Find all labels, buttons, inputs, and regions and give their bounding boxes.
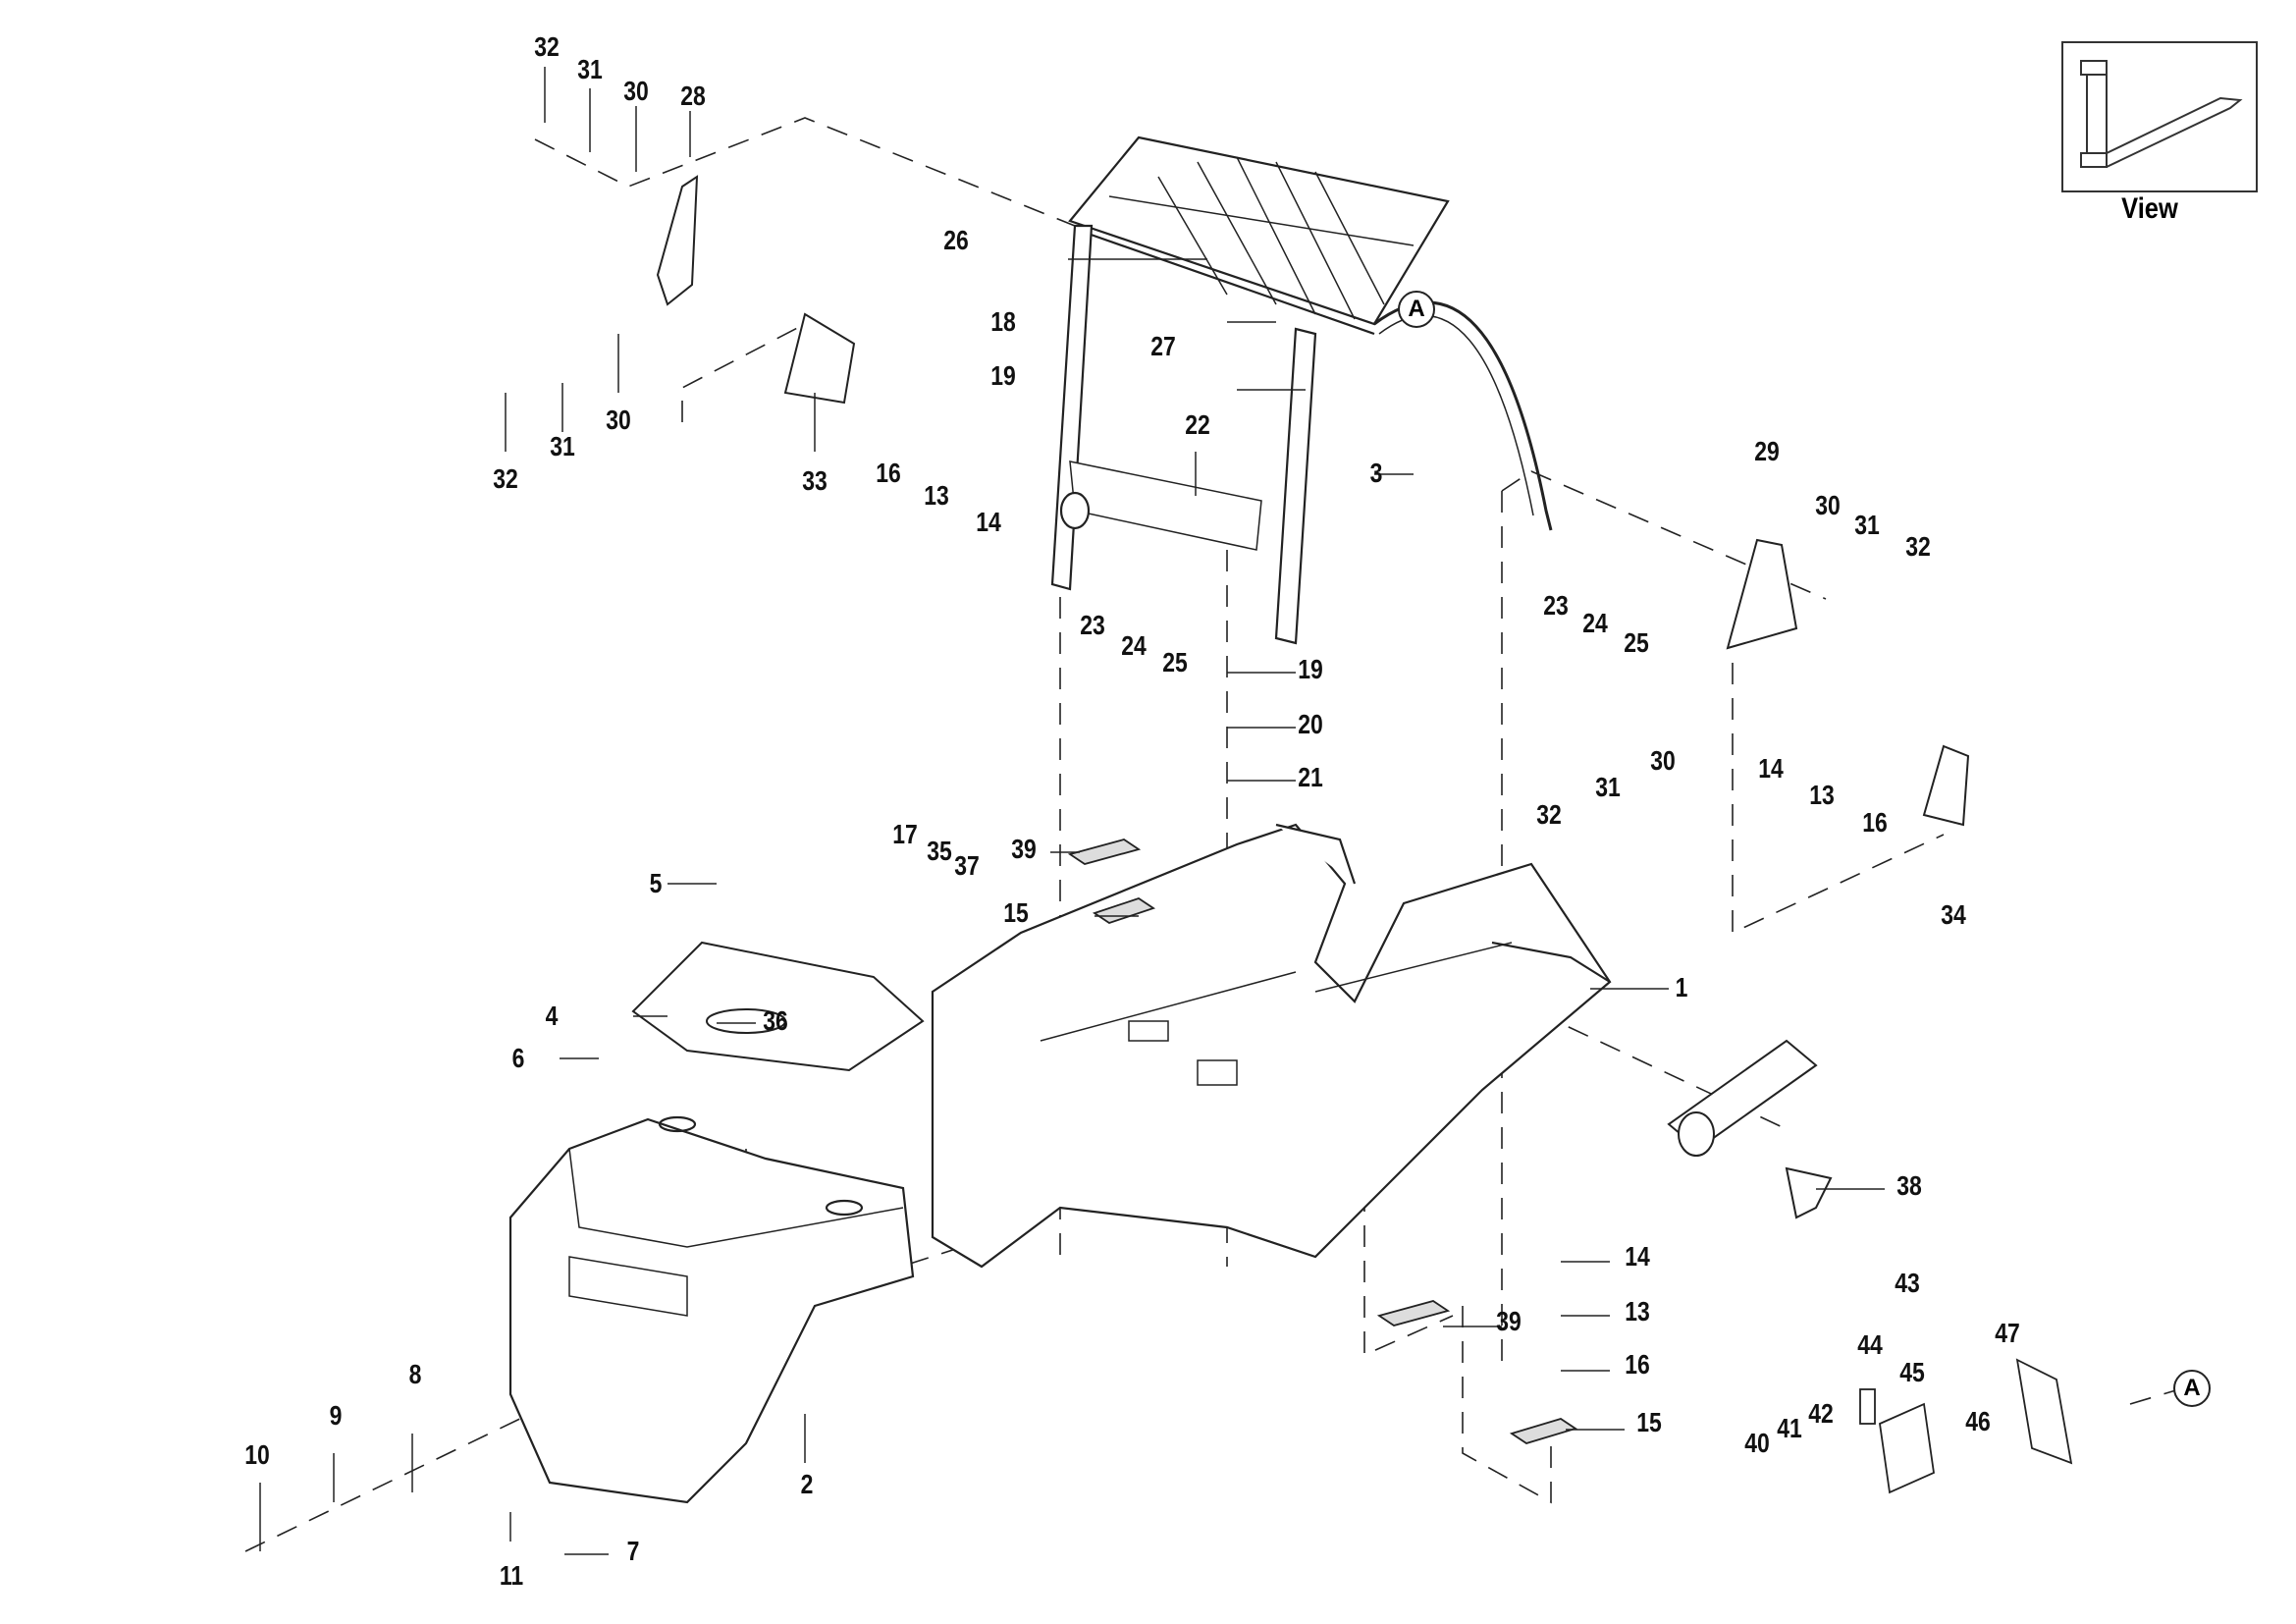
fork-icon (2080, 60, 2243, 168)
part-label: 15 (1003, 897, 1029, 928)
bracket-28 (656, 175, 699, 306)
part-label: 30 (1815, 490, 1841, 520)
part-label: 44 (1857, 1329, 1883, 1360)
part-label: 16 (1625, 1349, 1650, 1380)
part-label: 40 (1744, 1428, 1770, 1458)
part-label: 42 (1808, 1398, 1834, 1429)
part-label: 14 (1758, 753, 1784, 784)
cylinder-assembly (1667, 1039, 1833, 1219)
part-label: 16 (876, 458, 901, 488)
part-label: 45 (1899, 1357, 1925, 1387)
callout-a-bottom: A (2173, 1370, 2211, 1407)
part-label: 32 (1536, 799, 1562, 830)
part-label: 15 (1636, 1407, 1662, 1437)
part-label: 34 (1941, 899, 1966, 930)
part-label: 1 (1675, 972, 1688, 1002)
part-label: 31 (577, 54, 603, 84)
part-label: 14 (976, 507, 1001, 537)
part-label: 17 (892, 819, 918, 849)
part-label: 8 (408, 1359, 422, 1389)
bracket-29 (1726, 538, 1798, 650)
part-label: 41 (1777, 1413, 1802, 1443)
bracket-34 (1922, 744, 1970, 827)
part-label: 7 (626, 1536, 640, 1566)
view-label: View (2121, 192, 2178, 225)
chassis-frame (931, 823, 1612, 1269)
part-label: 39 (1011, 834, 1037, 864)
part-label: 46 (1965, 1406, 1991, 1436)
part-label: 4 (545, 1001, 559, 1031)
part-label: 19 (990, 360, 1016, 391)
part-label: 33 (802, 465, 828, 496)
part-label: 5 (649, 868, 663, 898)
part-label: 25 (1162, 647, 1188, 677)
hood-plate (631, 941, 925, 1072)
part-label: 31 (1854, 510, 1880, 540)
part-label: 3 (1369, 458, 1383, 488)
part-label: 28 (680, 81, 706, 111)
part-label: 37 (954, 850, 980, 881)
bracket-33 (783, 312, 856, 405)
part-label: 10 (244, 1439, 270, 1470)
part-label: 36 (763, 1005, 788, 1036)
overhead-guard (1050, 135, 1553, 645)
part-label: 13 (1809, 780, 1835, 810)
part-label: 35 (927, 836, 952, 866)
part-label: 24 (1121, 630, 1147, 661)
part-label: 32 (534, 31, 560, 62)
part-label: 9 (329, 1400, 343, 1431)
part-label: 6 (511, 1043, 525, 1073)
part-label: 21 (1298, 762, 1323, 792)
part-label: 32 (1905, 531, 1931, 562)
control-box (1859, 1358, 2073, 1494)
part-label: 27 (1150, 331, 1176, 361)
part-label: 29 (1754, 436, 1780, 466)
callout-a-top: A (1398, 291, 1435, 328)
part-label: 38 (1896, 1170, 1922, 1201)
part-label: 23 (1543, 590, 1569, 621)
counterweight (508, 1115, 915, 1504)
part-label: 26 (943, 225, 969, 255)
part-label: 13 (1625, 1296, 1650, 1326)
part-label: 30 (1650, 745, 1676, 776)
part-label: 30 (606, 405, 631, 435)
part-label: 14 (1625, 1241, 1650, 1272)
part-label: 19 (1298, 654, 1323, 684)
part-label: 13 (924, 480, 949, 511)
part-label: 39 (1496, 1306, 1522, 1336)
part-label: 30 (623, 76, 649, 106)
part-label: 11 (499, 1560, 524, 1591)
part-label: 2 (800, 1469, 814, 1499)
part-label: 31 (550, 431, 575, 461)
fork-view-inset (2061, 41, 2258, 192)
leader-lines (259, 67, 1885, 1555)
part-label: 31 (1595, 772, 1621, 802)
part-label: 47 (1995, 1318, 2020, 1348)
part-label: 43 (1895, 1268, 1920, 1298)
part-label: 18 (990, 306, 1016, 337)
part-label: 16 (1862, 807, 1888, 838)
part-label: 22 (1185, 409, 1210, 440)
part-label: 23 (1080, 610, 1105, 640)
part-label: 20 (1298, 709, 1323, 739)
part-label: 25 (1624, 627, 1649, 658)
part-label: 32 (493, 463, 518, 494)
part-label: 24 (1582, 608, 1608, 638)
